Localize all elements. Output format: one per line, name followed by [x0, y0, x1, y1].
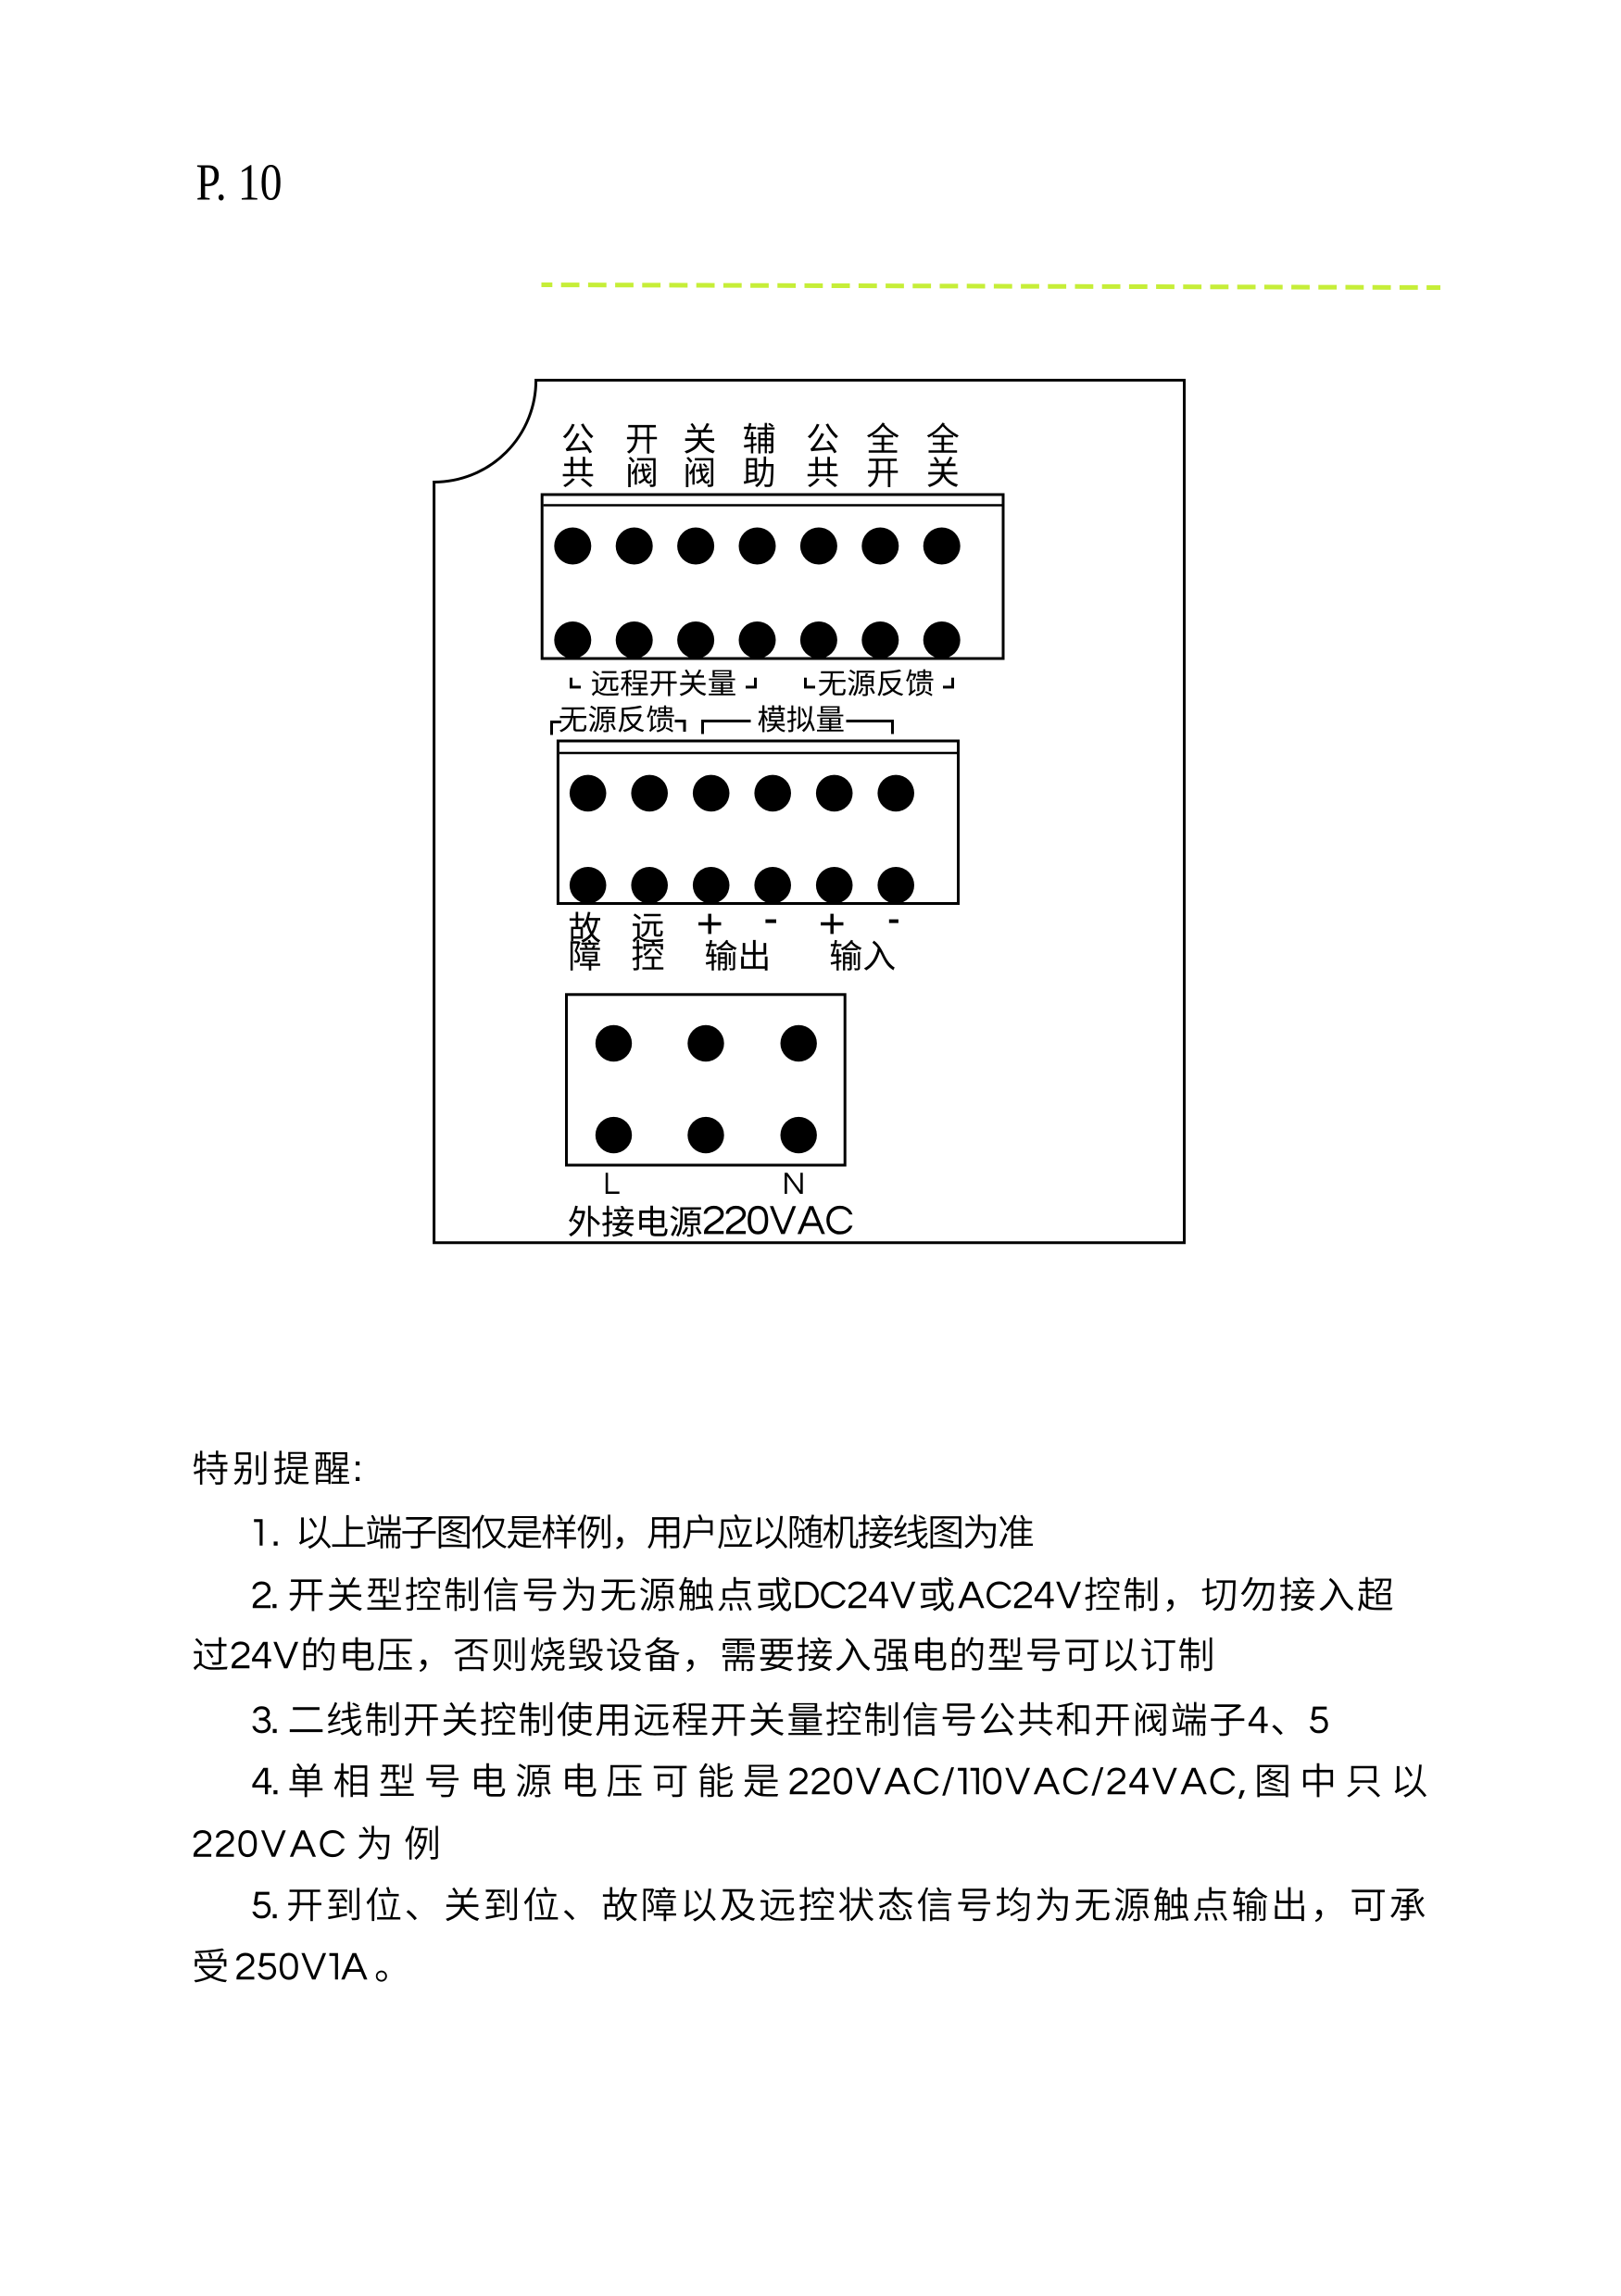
svg-text:P. 10: P. 10	[196, 155, 283, 211]
